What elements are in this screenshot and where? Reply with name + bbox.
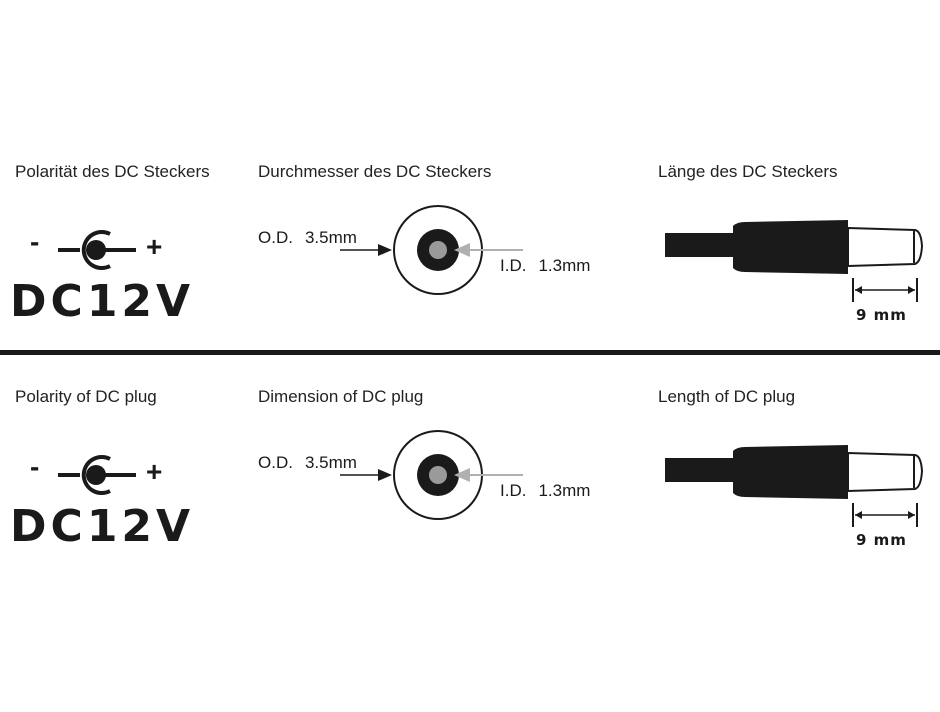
plug-cross-section-icon [340,205,523,295]
length-heading: Länge des DC Steckers [658,162,838,181]
od-value: 3.5mm [304,453,357,472]
polarity-minus-sign: - [30,451,40,482]
voltage-label: DC12V [10,501,195,552]
polarity-heading: Polarität des DC Steckers [15,162,210,181]
od-value: 3.5mm [304,228,357,247]
dimension-heading: Dimension of DC plug [258,387,424,406]
polarity-symbol-icon [58,230,136,270]
id-label: I.D. [500,481,527,500]
plug-cross-section-icon [340,430,523,520]
section-divider [0,350,940,355]
outer-diameter-label: O.D. 3.5mm [258,228,357,248]
od-label: O.D. [258,453,293,472]
dc-plug-side-view-icon [665,445,924,527]
polarity-symbol-icon [58,455,136,495]
plug-length-label: 9 mm [856,306,907,324]
inner-diameter-label: I.D. 1.3mm [500,481,590,501]
od-label: O.D. [258,228,293,247]
outer-diameter-label: O.D. 3.5mm [258,453,357,473]
id-label: I.D. [500,256,527,275]
id-value: 1.3mm [538,256,591,275]
polarity-plus-sign: + [146,231,163,262]
dc-plug-side-view-icon [665,220,924,302]
english-section: Polarity of DC plug Dimension of DC plug… [0,375,940,605]
polarity-heading: Polarity of DC plug [15,387,157,406]
inner-diameter-label: I.D. 1.3mm [500,256,590,276]
polarity-minus-sign: - [30,226,40,257]
voltage-label: DC12V [10,276,195,327]
dimension-heading: Durchmesser des DC Steckers [258,162,492,181]
length-heading: Length of DC plug [658,387,796,406]
polarity-plus-sign: + [146,456,163,487]
german-section: Polarität des DC Steckers Durchmesser de… [0,150,940,380]
plug-length-label: 9 mm [856,531,907,549]
id-value: 1.3mm [538,481,591,500]
